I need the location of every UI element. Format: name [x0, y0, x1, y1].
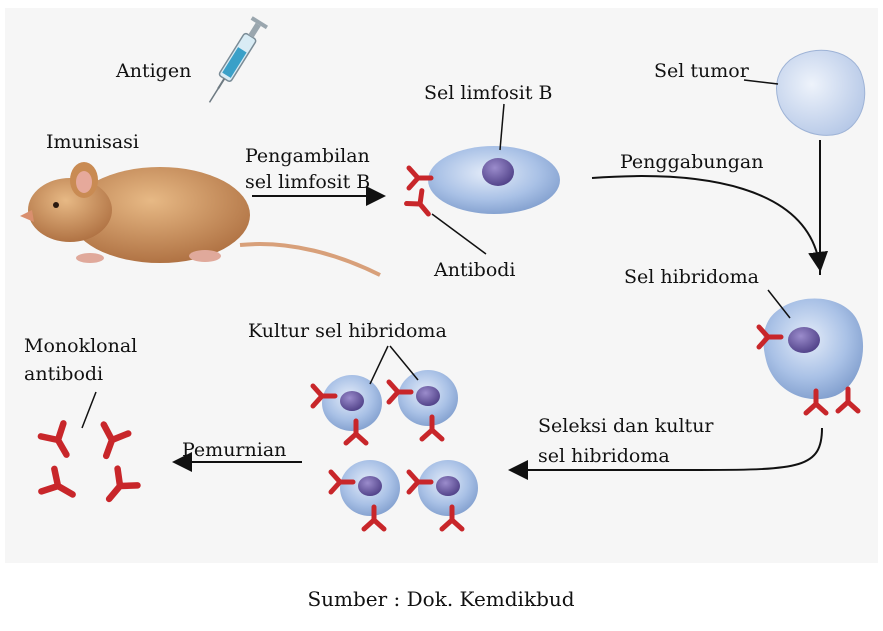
source-caption: Sumber : Dok. Kemdikbud	[307, 587, 574, 611]
label-sel-hibridoma: Sel hibridoma	[624, 266, 759, 288]
label-antigen: Antigen	[115, 60, 191, 82]
label-imunisasi: Imunisasi	[46, 131, 139, 153]
culture-cell	[331, 460, 400, 529]
label-monoklonal-line2: antibodi	[24, 363, 103, 385]
label-pengambilan-line1: Pengambilan	[245, 145, 370, 167]
leader-line	[743, 79, 779, 85]
b-lymphocyte-cell	[407, 146, 560, 220]
label-antibodi: Antibodi	[433, 259, 516, 281]
leader-line	[767, 289, 791, 319]
hybridoma-cell	[759, 298, 864, 414]
syringe-icon	[208, 16, 269, 103]
leader-line	[431, 213, 487, 255]
culture-cell	[409, 460, 478, 529]
label-pengambilan-line2: sel limfosit B	[245, 171, 370, 193]
leader-line	[369, 345, 389, 385]
mouse-illustration	[20, 162, 381, 277]
label-seleksi-line1: Seleksi dan kultur	[538, 415, 714, 437]
culture-cell	[389, 370, 458, 439]
arrow-penggabungan	[591, 175, 828, 272]
label-seleksi-line2: sel hibridoma	[538, 445, 670, 467]
label-kultur: Kultur sel hibridoma	[248, 320, 447, 342]
label-pemurnian: Pemurnian	[182, 439, 286, 461]
tumor-cell	[776, 49, 866, 136]
label-sel-limfosit-b: Sel limfosit B	[424, 82, 552, 104]
label-penggabungan: Penggabungan	[620, 151, 763, 173]
leader-line	[499, 103, 505, 151]
label-monoklonal-line1: Monoklonal	[24, 335, 137, 357]
culture-cells	[313, 370, 478, 529]
culture-cell	[313, 375, 382, 443]
leader-line	[389, 345, 419, 381]
label-sel-tumor: Sel tumor	[654, 60, 750, 82]
arrow-seleksi	[508, 427, 823, 480]
leader-line	[81, 391, 97, 429]
